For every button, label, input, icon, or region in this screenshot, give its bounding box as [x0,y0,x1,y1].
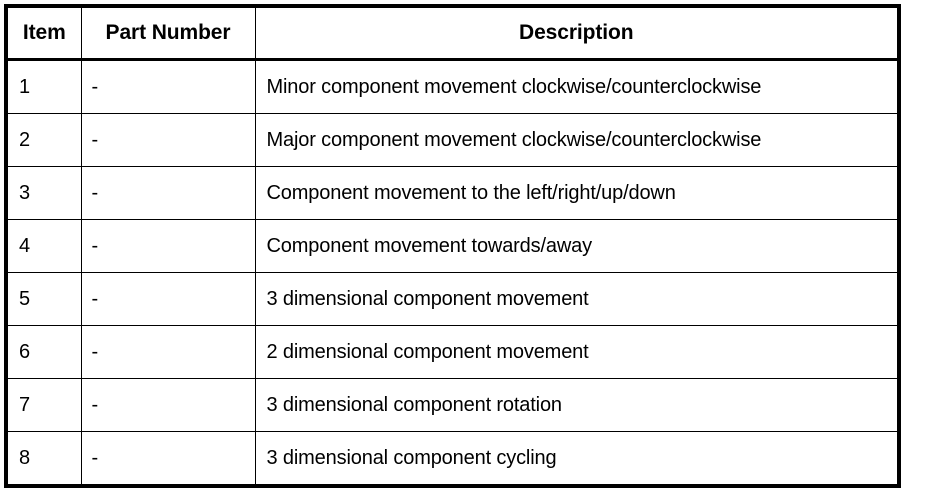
cell-description: Component movement to the left/right/up/… [254,166,900,220]
cell-item: 1 [5,59,82,114]
table-row: 2 - Major component movement clockwise/c… [5,113,900,167]
table-row: 5 - 3 dimensional component movement [5,272,900,326]
cell-item: 2 [5,113,82,167]
cell-part-number: - [80,59,256,114]
cell-part-number: - [80,272,256,326]
cell-item: 7 [5,378,82,432]
cell-description: Major component movement clockwise/count… [254,113,900,167]
cell-description: Component movement towards/away [254,219,900,273]
table-header-row: Item Part Number Description [5,5,900,61]
cell-description: 3 dimensional component cycling [254,431,900,487]
table-row: 6 - 2 dimensional component movement [5,325,900,379]
parts-list-table: Item Part Number Description 1 - Minor c… [4,4,901,488]
table-row: 7 - 3 dimensional component rotation [5,378,900,432]
column-header-description: Description [254,5,900,61]
cell-description: Minor component movement clockwise/count… [254,59,900,114]
table-row: 1 - Minor component movement clockwise/c… [5,59,900,114]
cell-item: 4 [5,219,82,273]
cell-item: 5 [5,272,82,326]
table-row: 3 - Component movement to the left/right… [5,166,900,220]
column-header-part-number: Part Number [80,5,256,61]
table-header: Item Part Number Description [5,5,900,61]
cell-description: 2 dimensional component movement [254,325,900,379]
cell-item: 3 [5,166,82,220]
table-row: 8 - 3 dimensional component cycling [5,431,900,487]
cell-part-number: - [80,431,256,487]
cell-description: 3 dimensional component rotation [254,378,900,432]
column-header-item: Item [5,5,82,61]
cell-part-number: - [80,378,256,432]
table-body: 1 - Minor component movement clockwise/c… [5,59,900,487]
cell-part-number: - [80,166,256,220]
cell-part-number: - [80,113,256,167]
table-row: 4 - Component movement towards/away [5,219,900,273]
cell-part-number: - [80,325,256,379]
cell-description: 3 dimensional component movement [254,272,900,326]
cell-item: 8 [5,431,82,487]
cell-part-number: - [80,219,256,273]
cell-item: 6 [5,325,82,379]
